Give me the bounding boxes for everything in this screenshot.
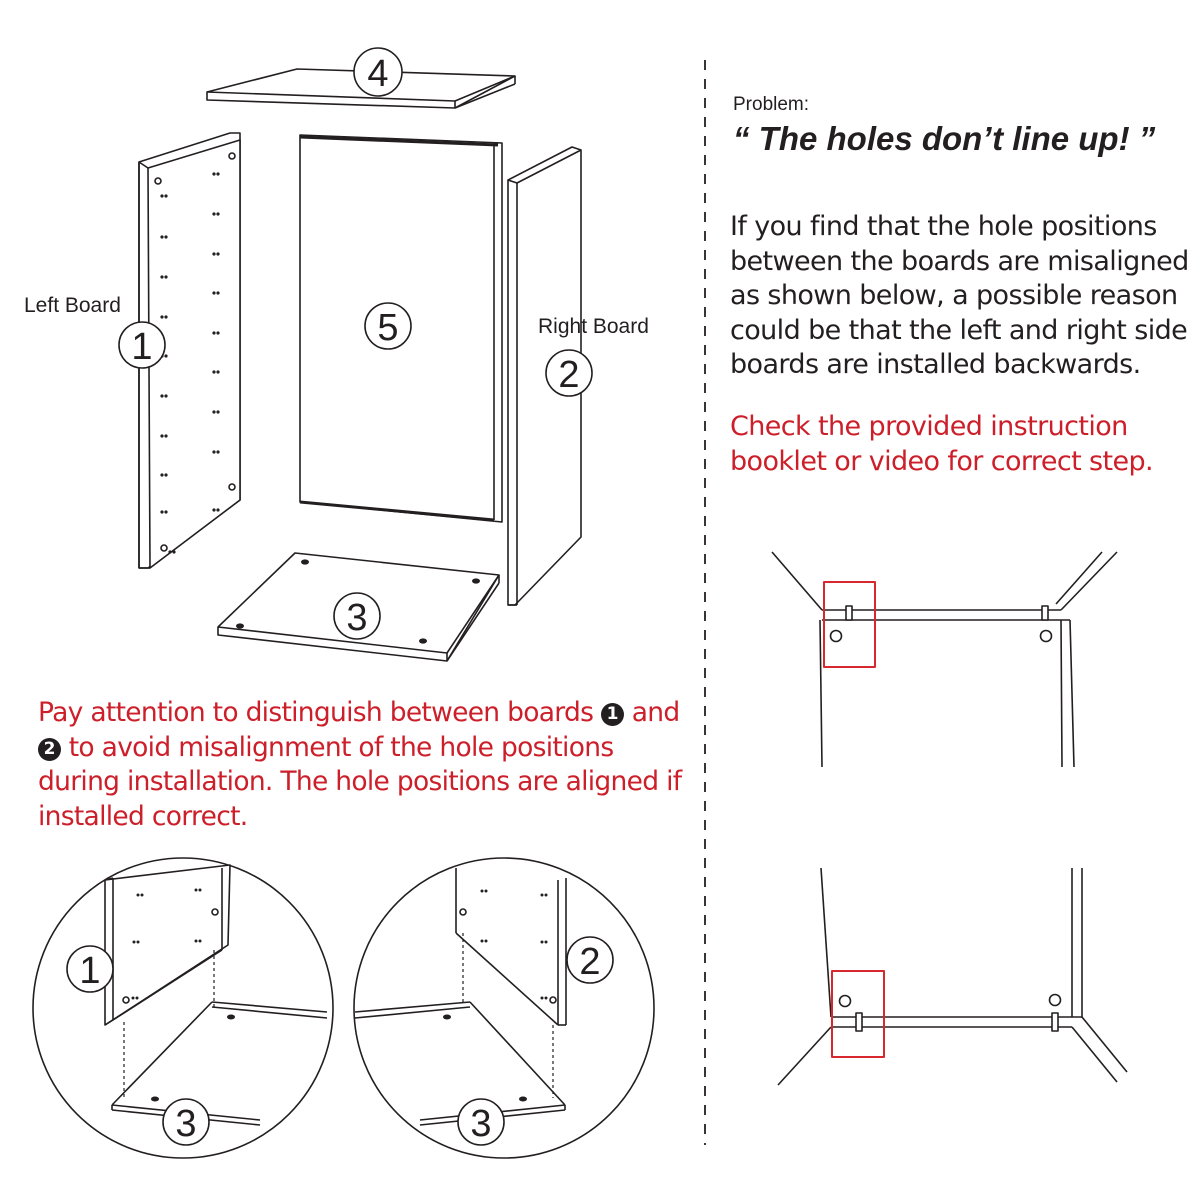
detail-right-board-number: 2 [579,941,600,983]
detail-left-board-number: 1 [79,950,100,992]
left-board-number: 1 [131,326,152,368]
problem-quote: “ The holes don’t line up! ” [733,120,1156,157]
right-board-number-circle [545,349,593,397]
misaligned-top-highlight [823,581,876,668]
top-board-number-circle [353,47,403,97]
detail-left-bottom-number-circle [162,1098,210,1146]
detail-right-bottom-number: 3 [470,1103,491,1145]
detail-right-bottom-number-circle [457,1098,505,1146]
back-board-number: 5 [377,307,398,349]
right-board-label: Right Board [538,315,649,338]
misaligned-top-illustration [771,551,1118,768]
attention-note: Pay attention to distinguish between boa… [38,696,688,834]
detail-left-bottom-number: 3 [175,1103,196,1145]
right-board-number: 2 [558,354,579,396]
detail-right-board-number-circle [566,936,614,984]
attention-text-1: Pay attention to distinguish between boa… [38,697,601,728]
back-board-number-circle [364,302,412,350]
left-board-number-circle [118,321,166,369]
misaligned-bottom-illustration [777,867,1128,1086]
detail-circle-left [32,857,334,1159]
board-1-badge: 1 [600,703,624,726]
bottom-board-number: 3 [346,597,367,639]
misaligned-bottom-highlight [831,970,885,1058]
attention-text-2: and [623,697,680,728]
problem-check-instruction: Check the provided instruction booklet o… [730,411,1154,477]
top-board-number: 4 [367,53,388,95]
left-board-label: Left Board [24,294,121,317]
right-board-2 [507,146,582,606]
detail-left-board-number-circle [66,945,114,993]
problem-label: Problem: [733,94,810,115]
problem-description: If you find that the hole positions betw… [730,211,1189,380]
left-board-1 [138,132,241,569]
detail-circle-right [353,857,655,1159]
bottom-board-number-circle [333,592,381,640]
attention-text-3: to avoid misalignment of the hole positi… [38,731,682,832]
board-2-badge: 2 [38,737,61,761]
